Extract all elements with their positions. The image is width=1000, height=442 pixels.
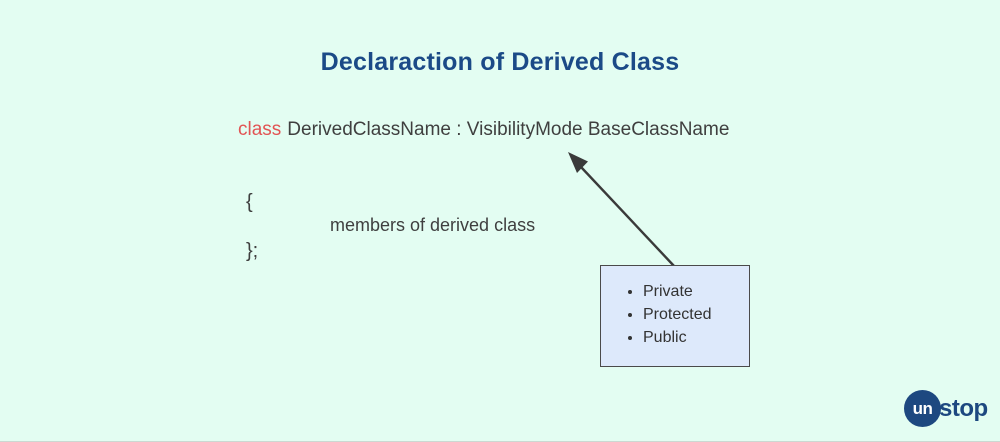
unstop-logo-circle-icon: un xyxy=(904,390,941,427)
unstop-logo-stop-text: stop xyxy=(939,394,988,422)
visibility-modes-box: Private Protected Public xyxy=(600,265,750,367)
visibility-modes-list: Private Protected Public xyxy=(601,266,749,347)
code-declaration-text: DerivedClassName : VisibilityMode BaseCl… xyxy=(287,119,730,140)
code-keyword-class: class xyxy=(238,119,282,140)
close-brace: }; xyxy=(246,240,259,262)
members-of-derived-class-text: members of derived class xyxy=(330,215,536,235)
page-title: Declaraction of Derived Class xyxy=(320,48,680,76)
list-item-private: Private xyxy=(643,283,749,301)
open-brace: { xyxy=(246,191,253,213)
unstop-logo-un-text: un xyxy=(912,398,933,418)
list-item-protected: Protected xyxy=(643,306,749,324)
list-item-public: Public xyxy=(643,329,749,347)
unstop-logo: un stop xyxy=(904,390,988,427)
